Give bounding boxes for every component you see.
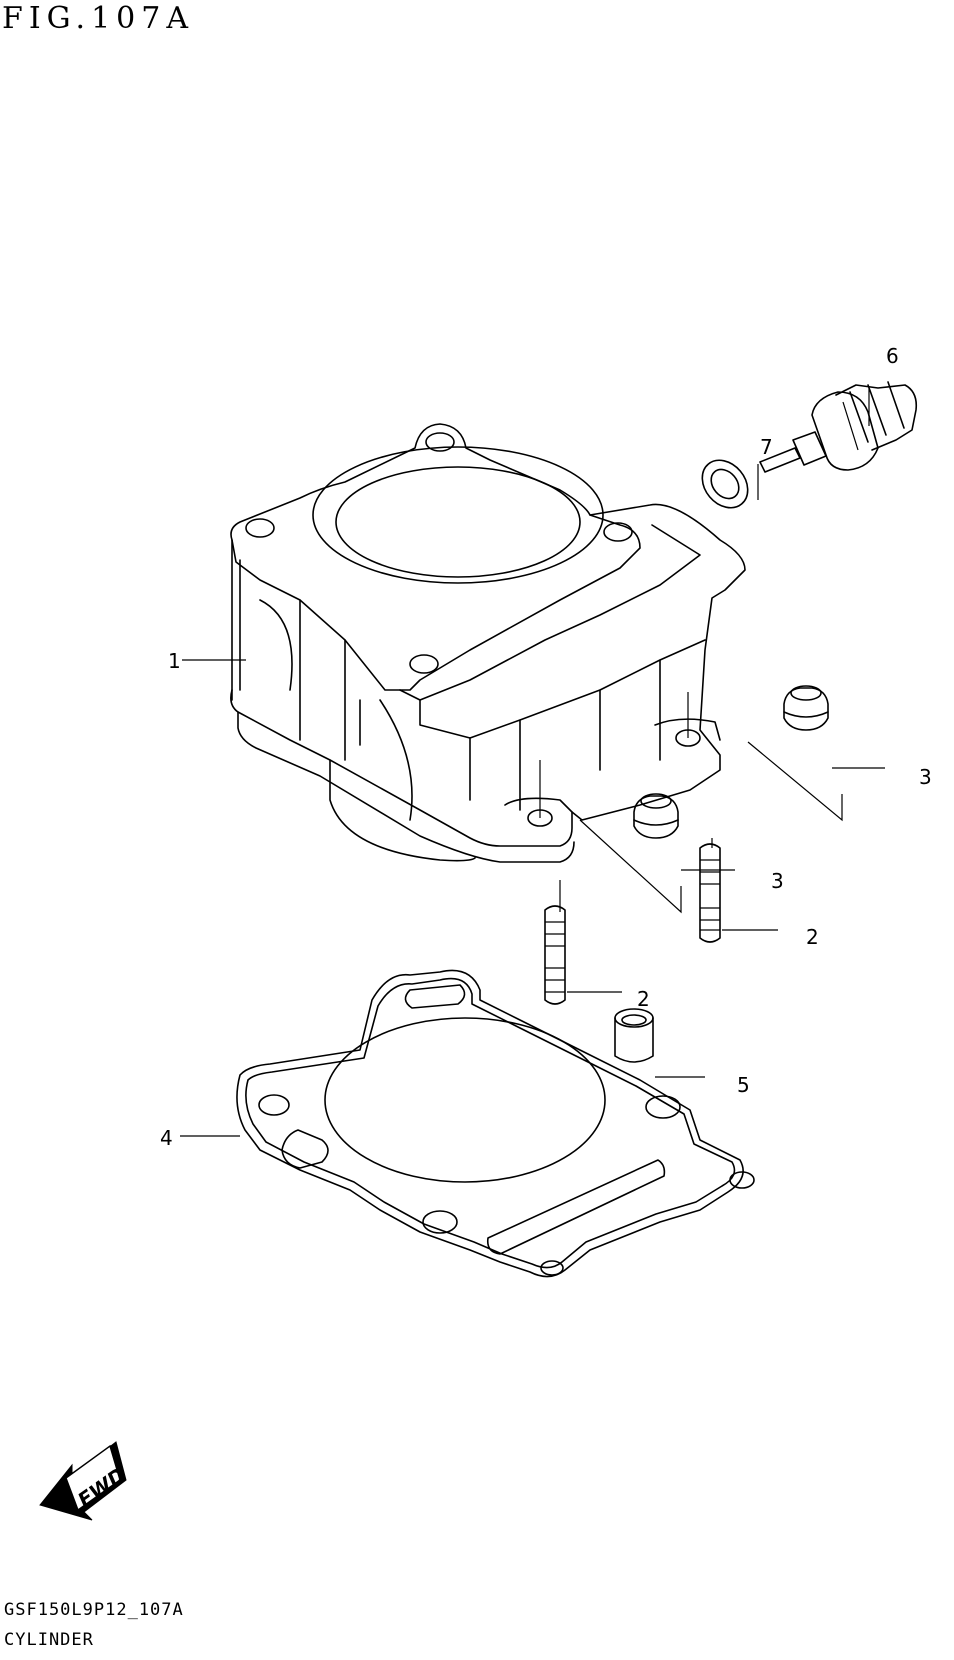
callout-2-left: 2 <box>637 987 650 1011</box>
sensor-washer[interactable] <box>693 451 757 517</box>
nut-left[interactable] <box>633 793 679 839</box>
leader-lines <box>180 388 885 1137</box>
callout-3-left: 3 <box>771 869 784 893</box>
callout-5: 5 <box>737 1073 750 1097</box>
temperature-sensor[interactable] <box>759 381 918 473</box>
diagram-code: GSF150L9P12_107A <box>4 1600 184 1620</box>
stud-left[interactable] <box>544 905 566 1005</box>
callout-4: 4 <box>160 1126 173 1150</box>
diagram-name: CYLINDER <box>4 1630 94 1650</box>
callout-6: 6 <box>886 344 899 368</box>
cylinder-gasket[interactable] <box>236 969 755 1278</box>
cylinder-body[interactable] <box>230 423 746 863</box>
nut-right[interactable] <box>783 685 829 731</box>
callout-3-right: 3 <box>919 765 932 789</box>
stud-right[interactable] <box>699 843 721 943</box>
figure-title: FIG.107A <box>2 1 195 36</box>
callout-2-right: 2 <box>806 925 819 949</box>
fwd-arrow-icon: FWD <box>39 1441 130 1521</box>
callout-7: 7 <box>760 435 773 459</box>
dowel-pin[interactable] <box>614 1008 654 1063</box>
callout-1: 1 <box>168 649 181 673</box>
